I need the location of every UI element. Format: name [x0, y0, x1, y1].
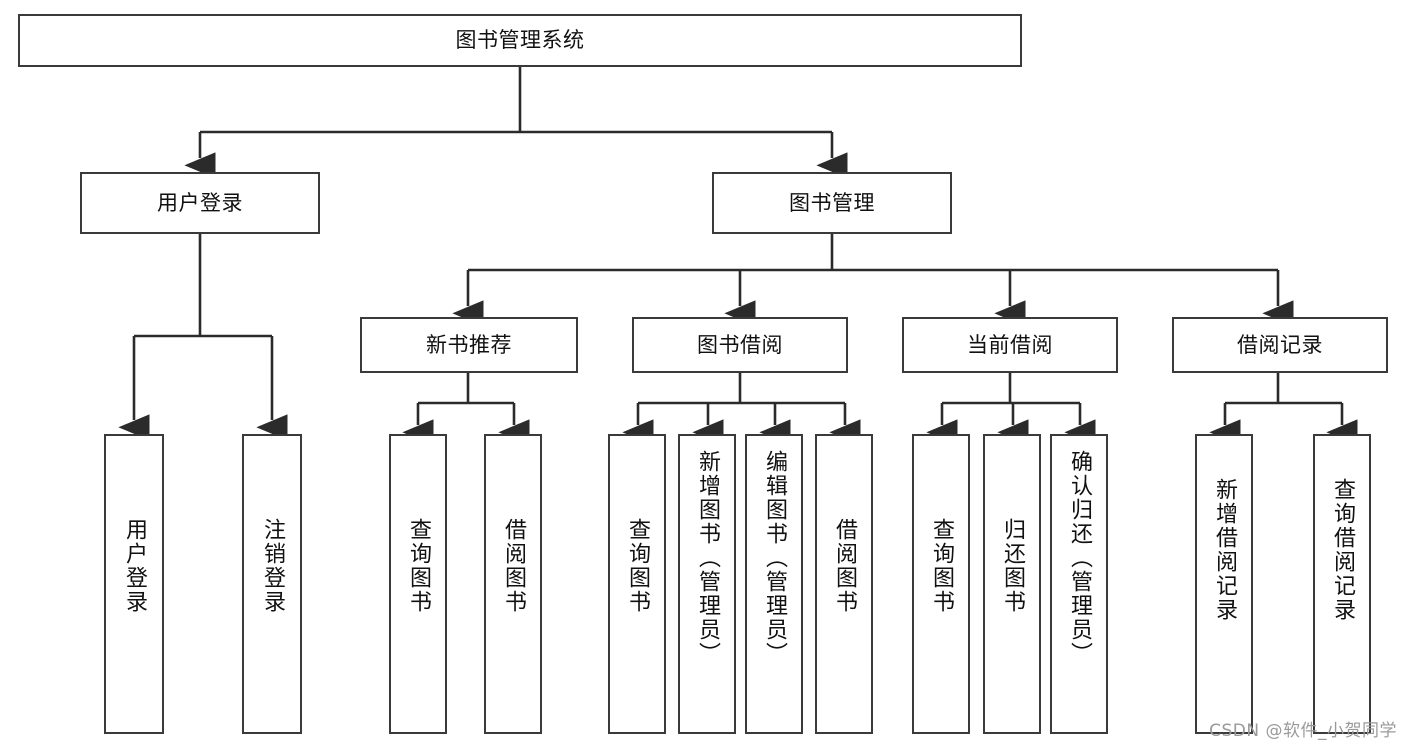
- node-label-root: 图书管理系统: [455, 28, 585, 53]
- node-new-book-recommend[interactable]: 新书推荐: [360, 317, 578, 373]
- node-label-book-management: 图书管理: [789, 190, 875, 215]
- leaf-recommend-borrow-book[interactable]: 借阅图书: [484, 434, 542, 734]
- leaf-borrow-query-book[interactable]: 查询图书: [608, 434, 666, 734]
- leaf-user-login-login[interactable]: 用户登录: [104, 434, 164, 734]
- leaf-label-record-add-record: 新增借阅记录: [1212, 478, 1237, 622]
- node-root-system[interactable]: 图书管理系统: [18, 14, 1022, 67]
- leaf-record-add-record[interactable]: 新增借阅记录: [1195, 434, 1253, 734]
- node-user-login[interactable]: 用户登录: [80, 172, 320, 234]
- leaf-recommend-query-book[interactable]: 查询图书: [389, 434, 447, 734]
- leaf-label-user-login-logout: 注销登录: [260, 518, 285, 614]
- csdn-watermark: CSDN @软件_小贺同学: [1209, 721, 1397, 741]
- leaf-label-borrow-query-book: 查询图书: [625, 518, 650, 614]
- leaf-user-login-logout[interactable]: 注销登录: [242, 434, 302, 734]
- node-label-borrow-record: 借阅记录: [1237, 332, 1323, 357]
- leaf-label-current-confirm-return: 确认归还（管理员）: [1067, 450, 1092, 666]
- leaf-borrow-add-book[interactable]: 新增图书（管理员）: [678, 434, 736, 734]
- leaf-label-record-query-record: 查询借阅记录: [1330, 478, 1355, 622]
- leaf-label-current-query-book: 查询图书: [929, 518, 954, 614]
- node-label-book-borrow: 图书借阅: [697, 332, 783, 357]
- leaf-label-recommend-query-book: 查询图书: [406, 518, 431, 614]
- node-book-borrow[interactable]: 图书借阅: [632, 317, 848, 373]
- node-current-borrow[interactable]: 当前借阅: [902, 317, 1118, 373]
- leaf-label-borrow-borrow-book: 借阅图书: [832, 518, 857, 614]
- node-label-new-book-recommend: 新书推荐: [426, 332, 512, 357]
- node-borrow-record[interactable]: 借阅记录: [1172, 317, 1388, 373]
- leaf-label-user-login-login: 用户登录: [122, 518, 147, 614]
- leaf-borrow-borrow-book[interactable]: 借阅图书: [815, 434, 873, 734]
- leaf-label-recommend-borrow-book: 借阅图书: [501, 518, 526, 614]
- node-label-user-login: 用户登录: [157, 190, 243, 215]
- leaf-record-query-record[interactable]: 查询借阅记录: [1313, 434, 1371, 734]
- leaf-current-query-book[interactable]: 查询图书: [912, 434, 970, 734]
- leaf-label-borrow-edit-book: 编辑图书（管理员）: [762, 450, 787, 666]
- leaf-label-current-return-book: 归还图书: [1000, 518, 1025, 614]
- leaf-label-borrow-add-book: 新增图书（管理员）: [695, 450, 720, 666]
- leaf-current-confirm-return[interactable]: 确认归还（管理员）: [1050, 434, 1108, 734]
- leaf-current-return-book[interactable]: 归还图书: [983, 434, 1041, 734]
- leaf-borrow-edit-book[interactable]: 编辑图书（管理员）: [745, 434, 803, 734]
- node-book-management[interactable]: 图书管理: [712, 172, 952, 234]
- node-label-current-borrow: 当前借阅: [967, 332, 1053, 357]
